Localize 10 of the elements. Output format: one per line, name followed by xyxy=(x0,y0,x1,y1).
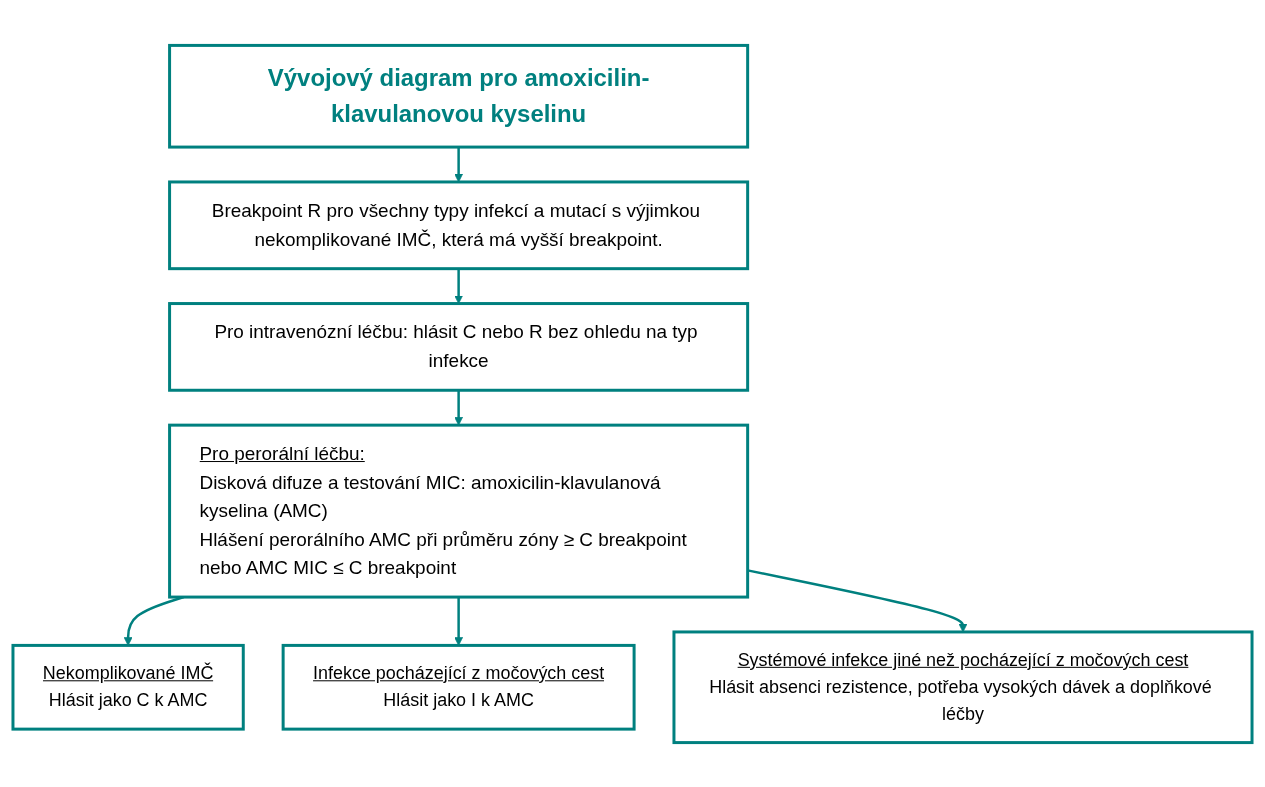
node-box: Breakpoint R pro všechny typy infekcí a mutací s výjimkou nekomplikované IMČ, která má vyšší breakpoint. xyxy=(168,179,750,270)
node-box: Vývojový diagram pro amoxicilin-klavulanovou kyselinu xyxy=(168,43,750,149)
node-box: Systémové infekce jiné než pocházející z močových cest Hlásit absenci rezistence, potřeba vysokých dávek a doplňkové léčby xyxy=(672,629,1254,744)
arrow xyxy=(454,268,463,304)
node-box: Infekce pocházející z močových cest Hlásit jako I k AMC xyxy=(281,643,636,731)
node-box: Pro perorální léčbu: Disková difuze a testování MIC: amoxicilin-klavulanová kyselina (AMC) Hlášení perorálního AMC při průměru zóny ≥ C breakpoint nebo AMC MIC ≤ C breakpoint xyxy=(168,423,750,599)
node-box: Nekomplikované IMČ Hlásit jako C k AMC xyxy=(11,643,245,731)
node-box: Pro intravenózní léčbu: hlásit C nebo R bez ohledu na typ infekce xyxy=(168,301,750,392)
arrow xyxy=(454,146,463,182)
arrow xyxy=(747,568,968,632)
